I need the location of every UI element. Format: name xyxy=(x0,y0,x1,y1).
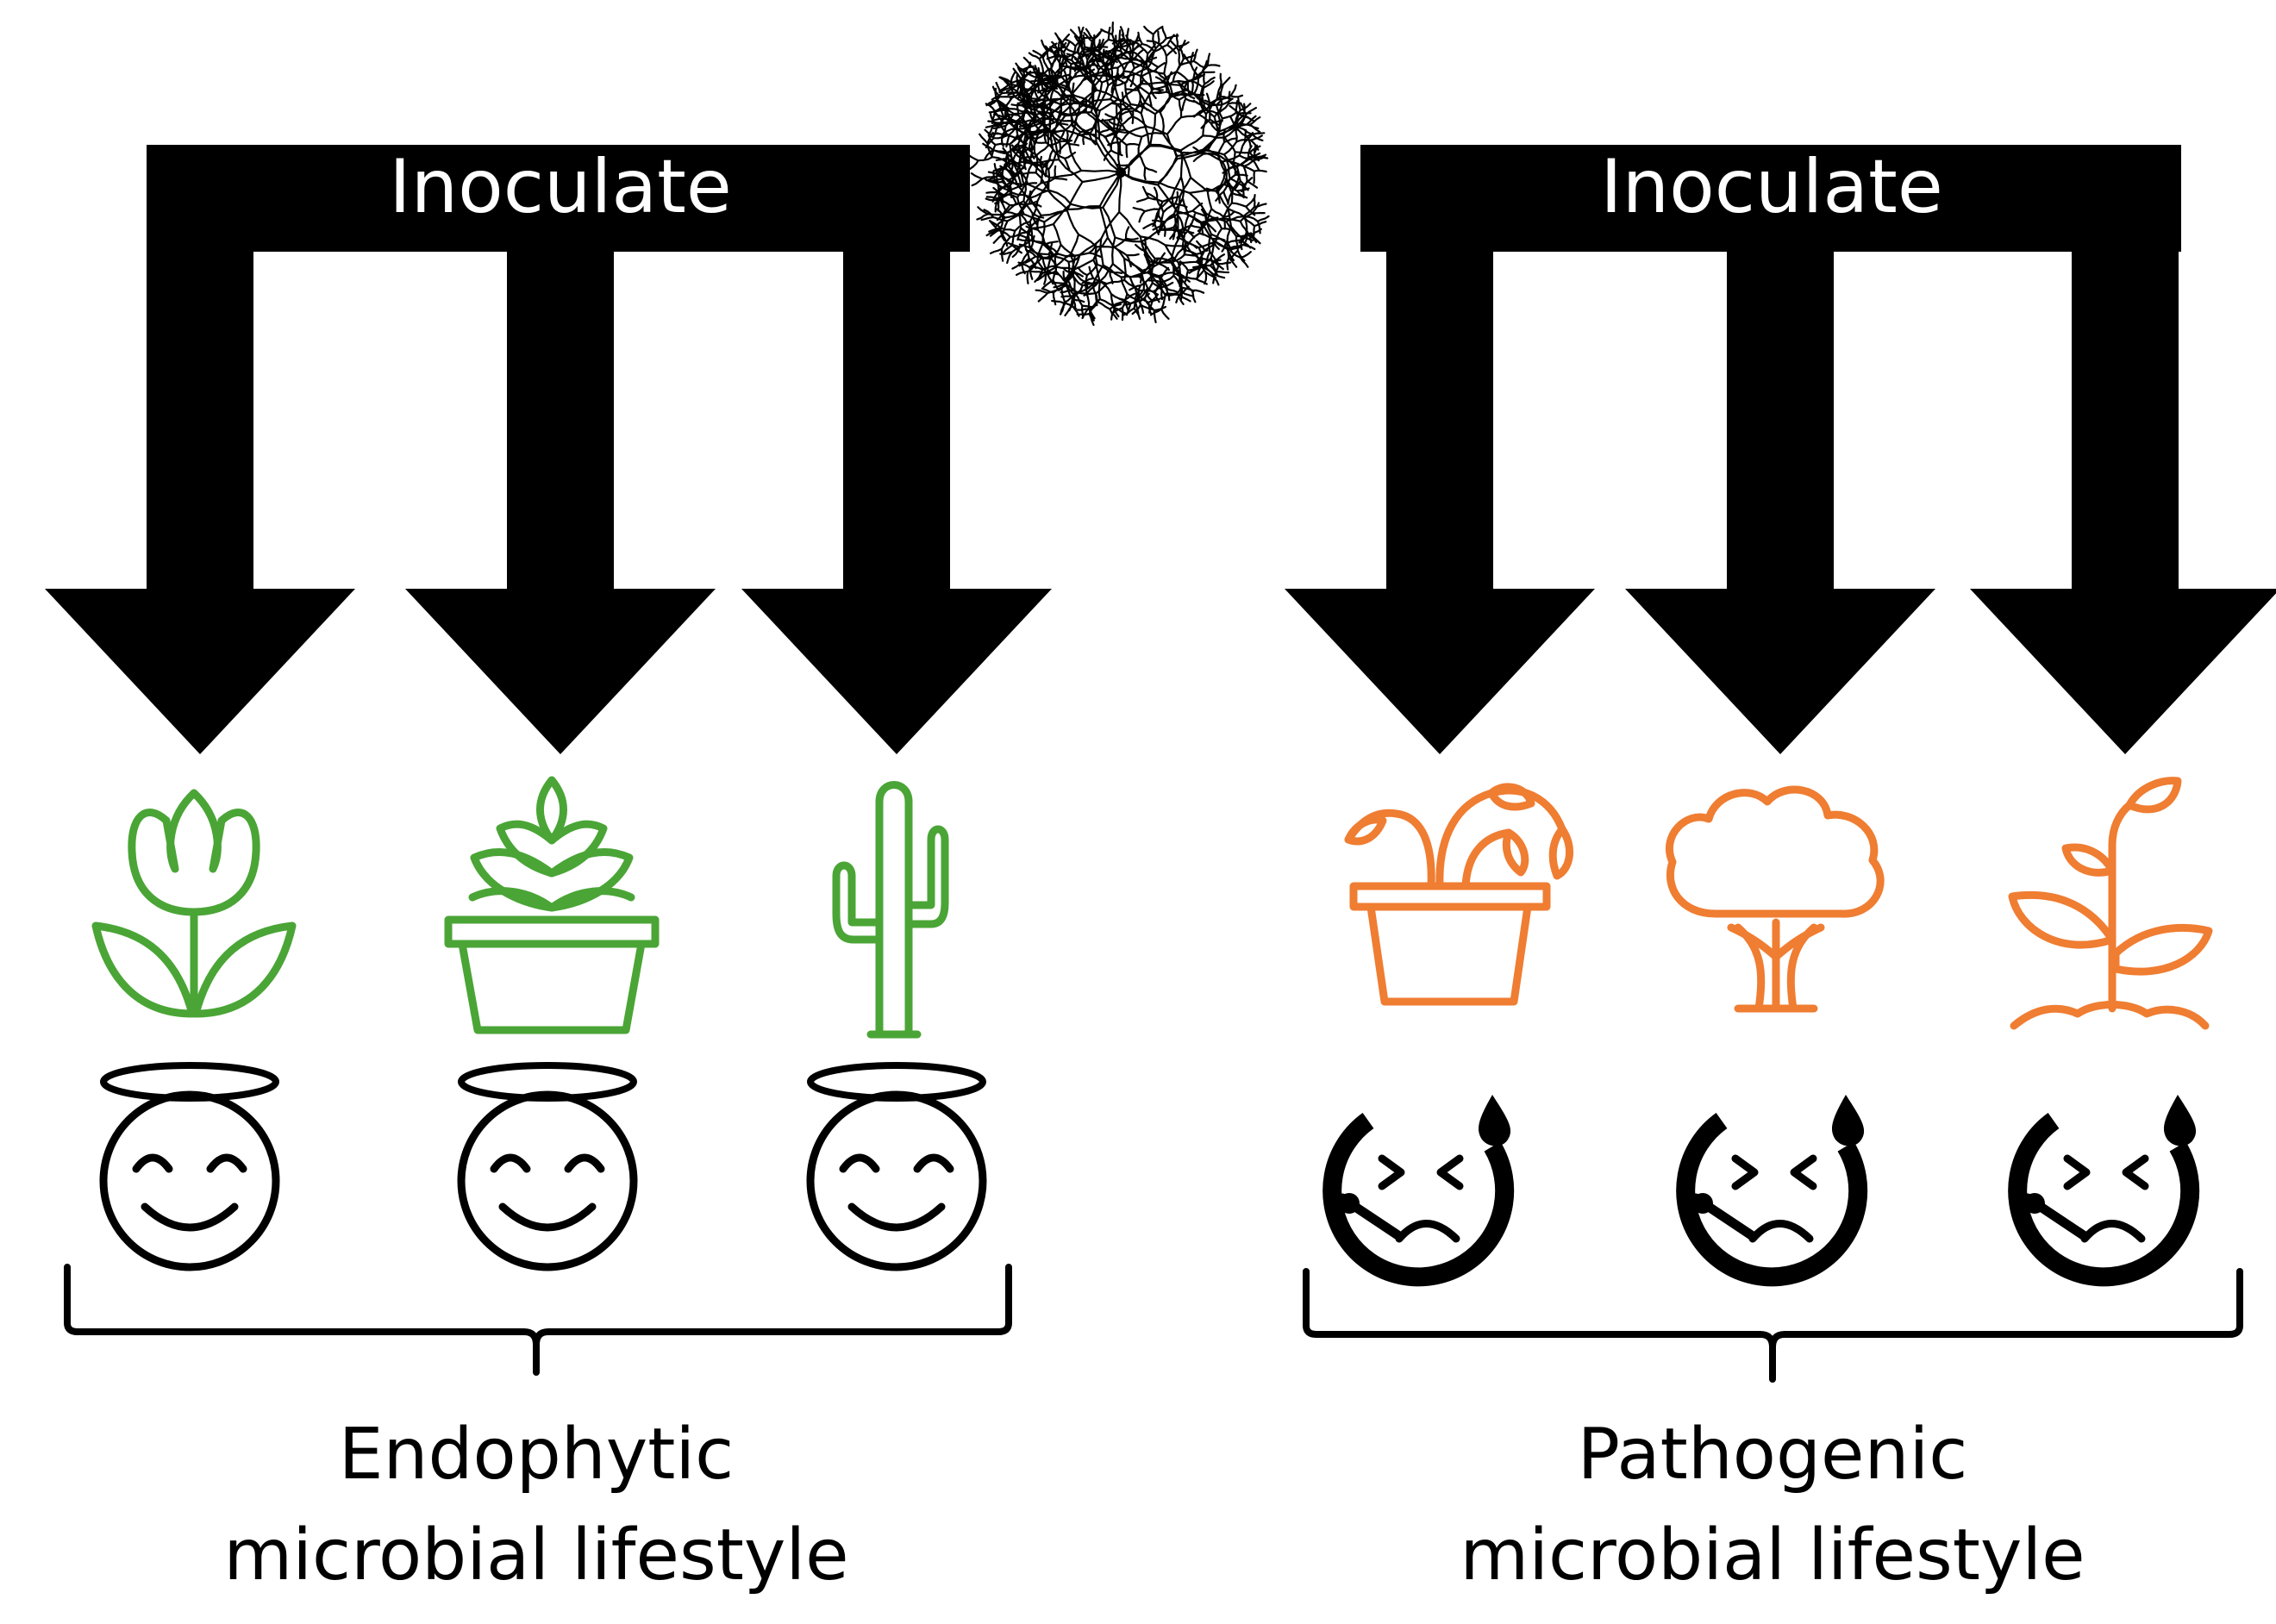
inoculate-label-left: Inoculate xyxy=(389,144,732,230)
sick-face-icon xyxy=(2017,1095,2196,1277)
inoculate-arrow-left-shape xyxy=(45,145,1052,754)
fungal-mycelium-icon xyxy=(966,22,1270,327)
inoculate-arrow-left xyxy=(45,145,1052,754)
bracket-right xyxy=(1303,1268,2243,1383)
caption-pathogenic-line2: microbial lifestyle xyxy=(1460,1515,2085,1596)
sick-face-icon xyxy=(1685,1095,1864,1277)
tree-icon xyxy=(1669,790,1880,1009)
inoculate-label-right: Inoculate xyxy=(1600,144,1943,230)
bracket-left xyxy=(64,1264,1012,1376)
mycelium-hyphae xyxy=(966,22,1270,327)
sprout-icon xyxy=(2012,781,2209,1026)
angel-face-icon xyxy=(461,1065,634,1267)
sick-face-icon xyxy=(1332,1095,1510,1277)
caption-pathogenic-line1: Pathogenic xyxy=(1578,1414,1968,1496)
inoculate-arrow-right-shape xyxy=(1285,145,2276,754)
wilted-plant-pot-icon xyxy=(1348,787,1570,1002)
angel-face-icon xyxy=(810,1065,983,1267)
mycelium-center xyxy=(1116,167,1126,178)
caption-endophytic-line2: microbial lifestyle xyxy=(223,1515,848,1596)
cactus-icon xyxy=(836,785,945,1035)
succulent-pot-icon xyxy=(448,780,655,1030)
tulip-icon xyxy=(96,793,292,1014)
angel-face-icon xyxy=(103,1065,276,1267)
inoculate-arrow-right xyxy=(1285,145,2276,754)
caption-endophytic-line1: Endophytic xyxy=(339,1414,735,1496)
